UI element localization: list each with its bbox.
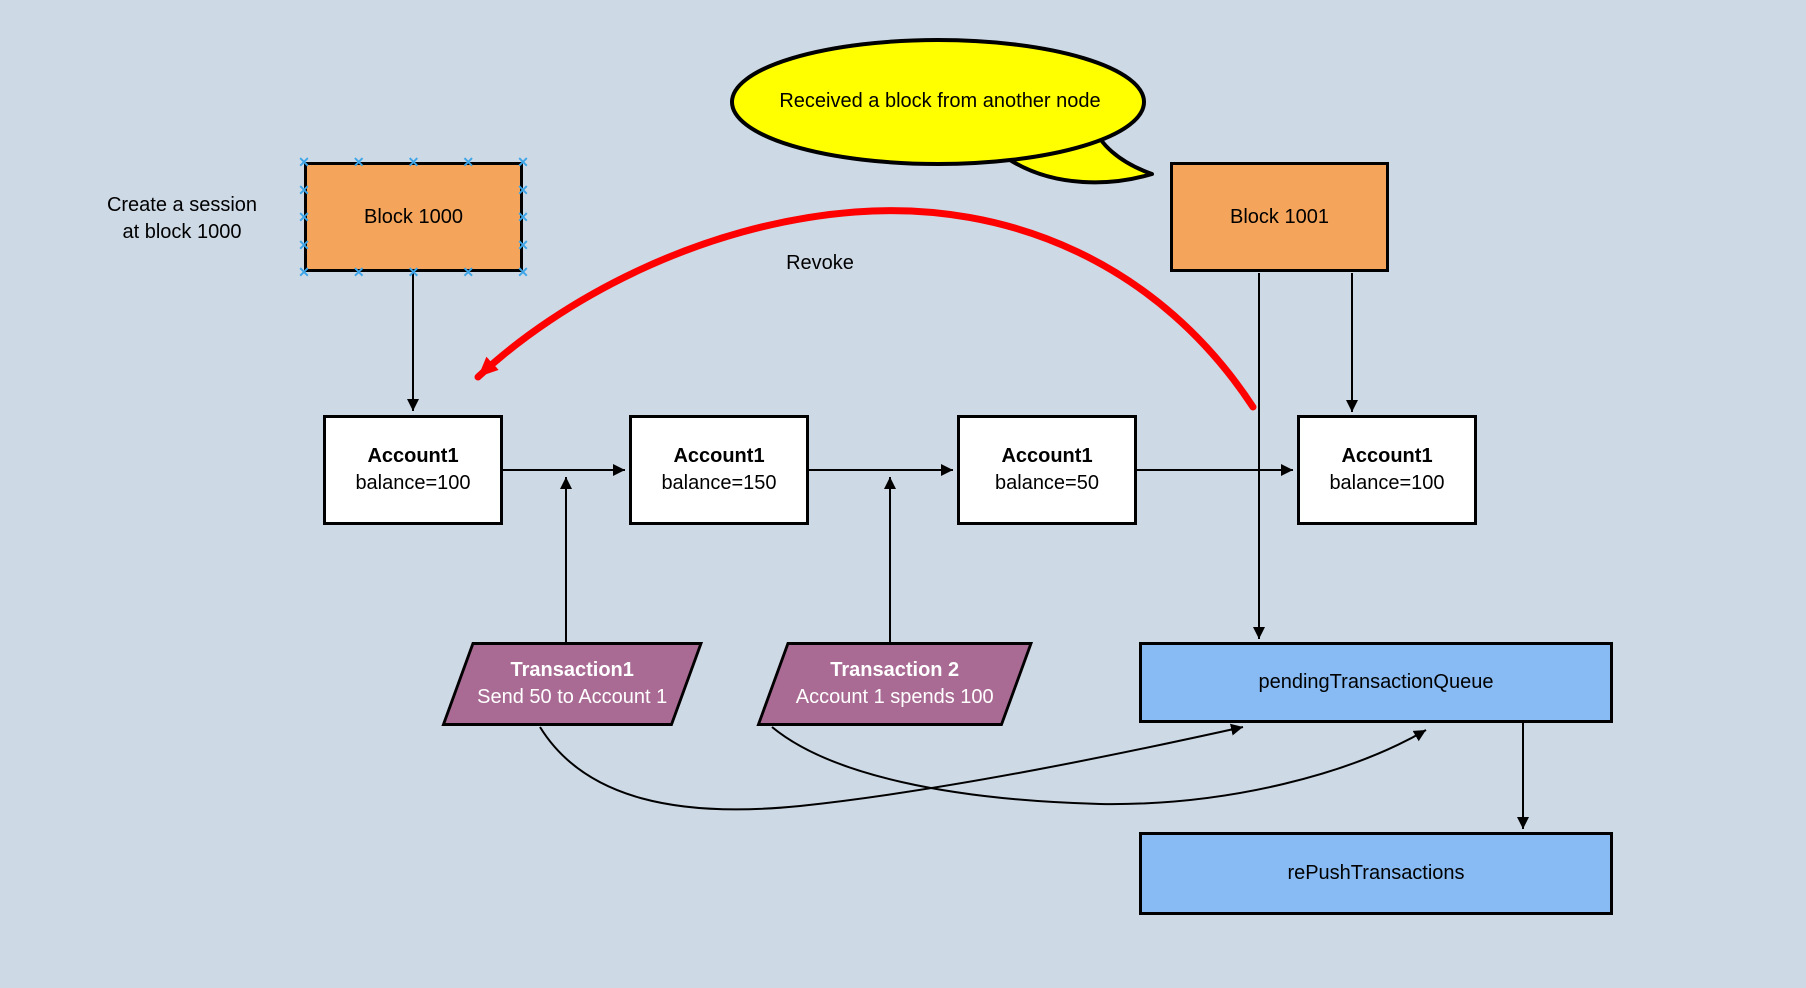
transaction-2-subtitle: Account 1 spends 100 — [795, 686, 994, 708]
account-3-balance: balance=50 — [995, 472, 1099, 494]
account-1-title: Account1 — [367, 445, 459, 467]
block-1000[interactable]: Block 1000 — [304, 162, 523, 272]
account-2-title: Account1 — [673, 445, 765, 467]
callout-text: Received a block from another node — [779, 90, 1101, 112]
pending-transaction-queue-label: pendingTransactionQueue — [1258, 671, 1494, 693]
transaction-1[interactable]: Transaction1 Send 50 to Account 1 — [441, 642, 703, 726]
account-4-title: Account1 — [1341, 445, 1433, 467]
repush-transactions-label: rePushTransactions — [1287, 862, 1465, 884]
account-4-balance: balance=100 — [1329, 472, 1445, 494]
revoke-label: Revoke — [786, 252, 854, 274]
account-2-balance: balance=150 — [661, 472, 777, 494]
create-session-label: Create a session at block 1000 — [106, 194, 258, 243]
callout-bubble[interactable] — [720, 30, 1180, 190]
block-1001[interactable]: Block 1001 — [1170, 162, 1389, 272]
account-state-2[interactable]: Account1 balance=150 — [629, 415, 809, 525]
transaction-1-title: Transaction1 — [510, 659, 634, 681]
account-state-1[interactable]: Account1 balance=100 — [323, 415, 503, 525]
revoke-arrow[interactable] — [474, 207, 1257, 411]
transaction-2[interactable]: Transaction 2 Account 1 spends 100 — [756, 642, 1033, 726]
transaction-2-title: Transaction 2 — [830, 659, 960, 681]
connector-transaction2-to-pendingqueue[interactable] — [771, 726, 1427, 806]
pending-transaction-queue[interactable]: pendingTransactionQueue — [1139, 642, 1613, 723]
repush-transactions[interactable]: rePushTransactions — [1139, 832, 1613, 915]
account-3-title: Account1 — [1001, 445, 1093, 467]
block-1000-label: Block 1000 — [364, 205, 463, 228]
connector-transaction1-to-pendingqueue[interactable] — [539, 723, 1244, 811]
transaction-1-subtitle: Send 50 to Account 1 — [477, 686, 668, 708]
callout-ellipse — [730, 38, 1146, 166]
account-1-balance: balance=100 — [355, 472, 471, 494]
account-state-4[interactable]: Account1 balance=100 — [1297, 415, 1477, 525]
block-1001-label: Block 1001 — [1230, 205, 1329, 228]
account-state-3[interactable]: Account1 balance=50 — [957, 415, 1137, 525]
